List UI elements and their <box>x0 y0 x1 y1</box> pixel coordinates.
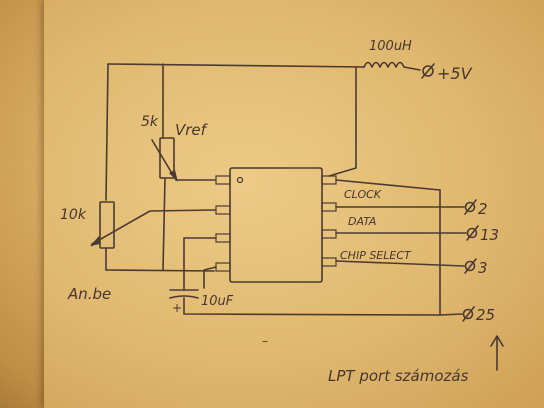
pot-10k-label: 10k <box>60 207 87 223</box>
pot-10k-wiper <box>91 209 216 245</box>
note-arrow-head <box>490 335 504 347</box>
ic-right-pins <box>321 175 337 267</box>
cap-top-wire <box>183 237 217 291</box>
terminal-pin-3 <box>464 258 477 274</box>
pot-5k-label: 5k <box>141 114 159 130</box>
pot-10k-body <box>99 201 115 249</box>
left-rail-wire <box>105 63 109 201</box>
ground-rail-wire <box>105 269 215 272</box>
capacitor-label: 10uF <box>201 294 234 309</box>
vcc-wire <box>328 66 357 177</box>
pin-13-label: 13 <box>480 226 499 244</box>
vref-wire-bottom <box>162 177 166 271</box>
paper-sheet <box>44 0 544 408</box>
input-label: An.be <box>67 285 111 303</box>
inductor-label: 100uH <box>369 39 412 54</box>
ic-left-pins <box>215 175 231 272</box>
pot-10k-arrow <box>90 236 100 246</box>
ic-ground-pin-wire <box>203 266 217 289</box>
cap-plus-sign: + <box>172 301 182 315</box>
pin-25-wire <box>439 313 463 316</box>
pot-5k-arrow <box>169 170 178 182</box>
pot-5k-body <box>159 137 175 179</box>
ic-pin1-dot <box>236 176 244 184</box>
cap-bottom-wire <box>183 297 441 316</box>
supply-label: +5V <box>437 64 473 83</box>
pot-5k-wiper <box>151 139 216 181</box>
chip-select-wire <box>335 260 465 267</box>
chip-select-label: CHIP SELECT <box>340 249 412 262</box>
vref-label: Vref <box>175 121 209 139</box>
clock-label: CLOCK <box>344 188 382 201</box>
pin-2-label: 2 <box>478 200 488 218</box>
pin-3-label: 3 <box>478 259 488 277</box>
lpt-note: LPT port számozás <box>328 367 469 385</box>
terminal-pin-25 <box>462 306 475 322</box>
pin-25-label: 25 <box>476 306 495 324</box>
ground-top-wire <box>335 179 441 191</box>
terminal-pin-13 <box>466 225 479 241</box>
terminal-pin-2 <box>464 199 477 215</box>
cap-plate-bottom <box>169 295 199 299</box>
inductor-coil <box>363 61 421 71</box>
ic-chip-body <box>229 167 323 283</box>
top-rail-wire <box>107 63 365 68</box>
data-label: DATA <box>348 215 376 228</box>
stray-mark: – <box>262 334 268 348</box>
supply-terminal <box>421 63 435 79</box>
